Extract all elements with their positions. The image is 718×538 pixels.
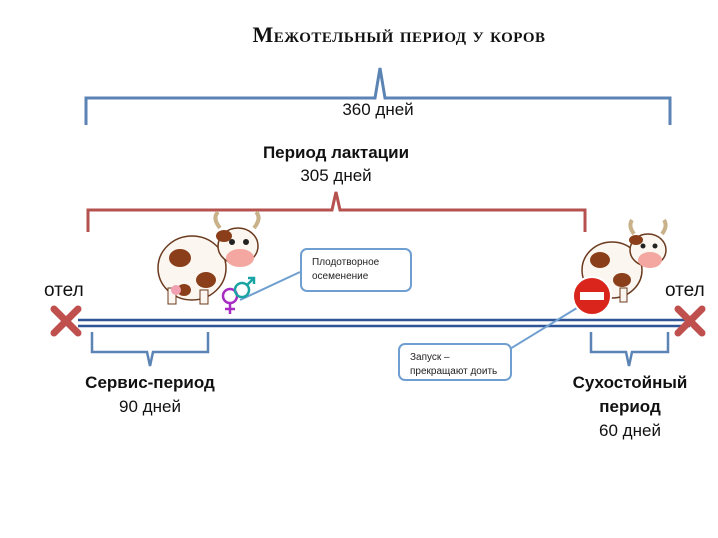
- stop-sign-icon: [572, 276, 612, 316]
- dry-brace: [589, 332, 670, 367]
- total-brace: [84, 67, 672, 125]
- insemination-pointer: [239, 271, 301, 301]
- total-value: 360 дней: [342, 100, 414, 119]
- launch-callout: Запуск – прекращают доить: [398, 343, 512, 381]
- service-brace: [90, 332, 210, 367]
- mars-icon: [233, 276, 256, 299]
- dry-label-line2: период: [599, 397, 661, 416]
- cross-icon: [674, 305, 706, 337]
- diagram-title: Межотельный период у коров: [252, 22, 546, 47]
- timeline: [78, 318, 690, 328]
- cross-icon: [50, 305, 82, 337]
- calving-left-label: отел: [44, 280, 84, 301]
- calving-right-label: отел: [665, 280, 705, 301]
- dry-label-line1: Сухостойный: [572, 373, 688, 392]
- lactation-brace: [86, 191, 587, 232]
- cow-icon: [157, 210, 261, 305]
- service-value: 90 дней: [119, 397, 181, 416]
- insemination-callout: Плодотворное осеменение: [300, 248, 412, 292]
- dry-value: 60 дней: [599, 421, 661, 440]
- service-label: Сервис-период: [85, 373, 215, 392]
- lactation-label: Период лактации: [262, 143, 410, 162]
- lactation-value: 305 дней: [300, 166, 372, 185]
- launch-pointer: [499, 299, 591, 356]
